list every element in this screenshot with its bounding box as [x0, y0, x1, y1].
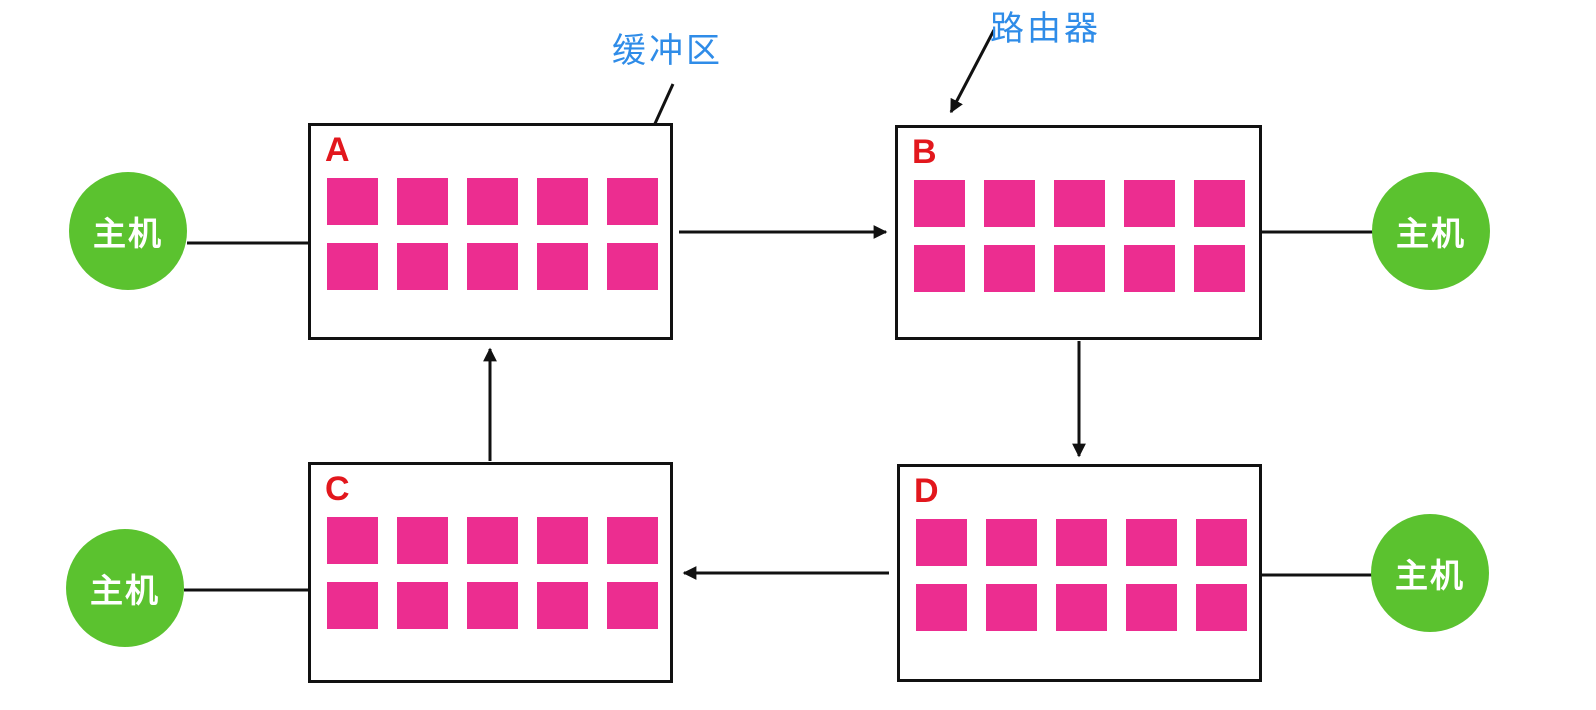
buffer-cell [1194, 245, 1245, 292]
buffer-cell [1194, 180, 1245, 227]
buffer-cell [984, 245, 1035, 292]
buffer-cell [327, 243, 378, 290]
buffer-cell [1056, 584, 1107, 631]
buffer-cell [914, 180, 965, 227]
buffer-cell [986, 519, 1037, 566]
router-d-buffer-grid [916, 519, 1247, 631]
router-c-buffer-grid [327, 517, 658, 629]
router-c-label: C [325, 470, 350, 508]
router-d-box: D [897, 464, 1262, 682]
host-bottom-right: 主机 [1371, 514, 1489, 632]
host-bottom-right-label: 主机 [1395, 557, 1465, 594]
buffer-cell [537, 582, 588, 629]
buffer-cell [1056, 519, 1107, 566]
buffer-cell [986, 584, 1037, 631]
buffer-cell [467, 517, 518, 564]
buffer-cell [607, 178, 658, 225]
buffer-cell [607, 582, 658, 629]
buffer-cell [1054, 245, 1105, 292]
host-top-right: 主机 [1372, 172, 1490, 290]
buffer-cell [537, 517, 588, 564]
buffer-cell [467, 582, 518, 629]
host-bottom-left-label: 主机 [90, 572, 160, 609]
buffer-cell [1126, 519, 1177, 566]
buffer-cell [1196, 584, 1247, 631]
router-a-label: A [325, 131, 350, 169]
buffer-cell [1124, 245, 1175, 292]
buffer-cell [1196, 519, 1247, 566]
buffer-annotation-label: 缓冲区 [612, 32, 723, 70]
router-annotation-label: 路由器 [990, 10, 1101, 48]
router-a-buffer-grid [327, 178, 658, 290]
buffer-cell [537, 243, 588, 290]
buffer-cell [327, 178, 378, 225]
router-a-box: A [308, 123, 673, 340]
buffer-cell [984, 180, 1035, 227]
buffer-cell [537, 178, 588, 225]
buffer-cell [607, 517, 658, 564]
buffer-cell [397, 243, 448, 290]
arrow-router-annotation [949, 29, 996, 114]
buffer-cell [397, 517, 448, 564]
buffer-cell [467, 178, 518, 225]
buffer-cell [397, 582, 448, 629]
buffer-cell [1054, 180, 1105, 227]
buffer-cell [1124, 180, 1175, 227]
router-c-box: C [308, 462, 673, 683]
buffer-cell [327, 582, 378, 629]
host-bottom-left: 主机 [66, 529, 184, 647]
buffer-cell [916, 519, 967, 566]
router-b-box: B [895, 125, 1262, 340]
host-top-right-label: 主机 [1396, 215, 1466, 252]
buffer-cell [916, 584, 967, 631]
buffer-cell [607, 243, 658, 290]
buffer-cell [914, 245, 965, 292]
router-b-buffer-grid [914, 180, 1245, 292]
buffer-cell [327, 517, 378, 564]
router-d-label: D [914, 472, 939, 510]
router-b-label: B [912, 133, 937, 171]
buffer-cell [1126, 584, 1177, 631]
host-top-left: 主机 [69, 172, 187, 290]
host-top-left-label: 主机 [93, 215, 163, 252]
buffer-cell [397, 178, 448, 225]
buffer-cell [467, 243, 518, 290]
